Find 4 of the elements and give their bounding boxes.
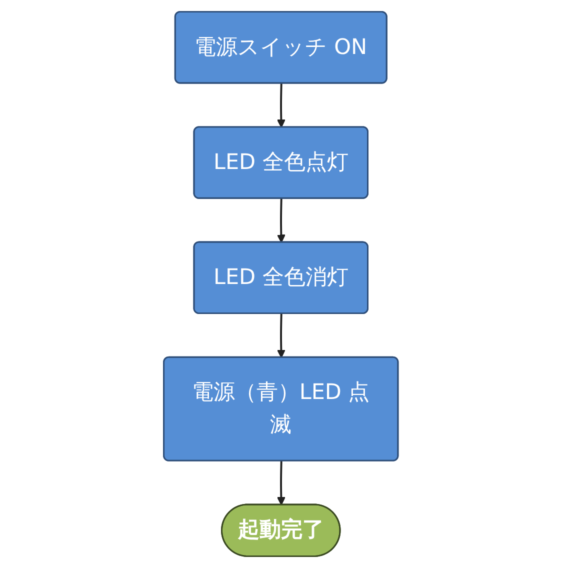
- arrow: [276, 83, 286, 128]
- arrow: [276, 461, 286, 506]
- arrow: [276, 314, 286, 358]
- arrow: [276, 198, 286, 243]
